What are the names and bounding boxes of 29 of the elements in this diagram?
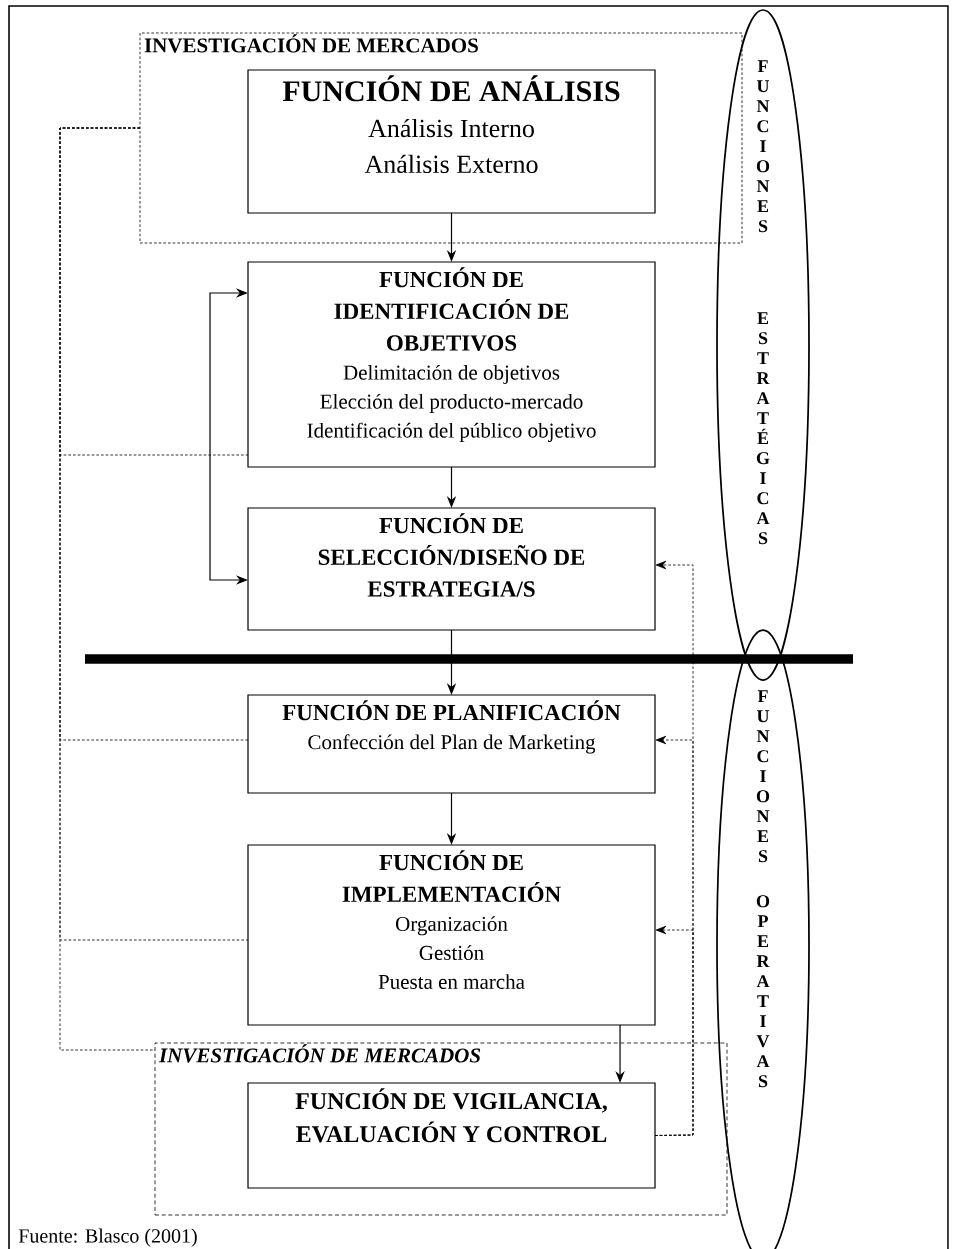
- box-text: Confección del Plan de Marketing: [308, 734, 596, 754]
- function-box: [247, 261, 656, 468]
- function-box: [247, 844, 656, 1026]
- function-box: [247, 694, 656, 794]
- box-title: FUNCIÓN DE ANÁLISIS: [282, 75, 620, 102]
- group-heading: INVESTIGACIÓN DE MERCADOS: [144, 34, 478, 53]
- box-title: FUNCIÓN DE IMPLEMENTACIÓN: [342, 850, 561, 903]
- box-title: FUNCIÓN DE IDENTIFICACIÓN DE OBJETIVOS: [334, 267, 569, 351]
- dotted-frame: [154, 1042, 728, 1216]
- connector-line: [59, 127, 156, 1051]
- box-text: Análisis Interno: [368, 118, 534, 138]
- box-title: FUNCIÓN DE VIGILANCIA, EVALUACIÓN Y CONTROL: [295, 1088, 607, 1143]
- box-text: Puesta en marcha: [378, 974, 525, 989]
- function-box: [247, 69, 656, 214]
- function-box: [247, 507, 656, 631]
- box-text: Análisis Externo: [364, 154, 538, 174]
- function-box: [247, 1082, 656, 1189]
- box-text: Gestión: [419, 945, 484, 960]
- box-text: Organización: [396, 916, 508, 936]
- box-title: FUNCIÓN DE PLANIFICACIÓN: [282, 700, 621, 721]
- box-text: Identificación del público objetivo: [307, 422, 596, 442]
- dotted-frame: [139, 32, 743, 244]
- source-note: Fuente: Blasco (2001): [18, 1228, 197, 1247]
- box-text: Elección del producto-mercado: [320, 393, 583, 413]
- box-text: Delimitación de objetivos: [343, 364, 560, 384]
- oval: FUNCIONES ESTRATÉGICAS: [716, 9, 810, 681]
- group-heading: INVESTIGACIÓN DE MERCADOS: [158, 1044, 481, 1063]
- arrow: [654, 925, 694, 1136]
- box-title: FUNCIÓN DE SELECCIÓN/DISEÑO DE ESTRATEGIA/S: [318, 513, 585, 597]
